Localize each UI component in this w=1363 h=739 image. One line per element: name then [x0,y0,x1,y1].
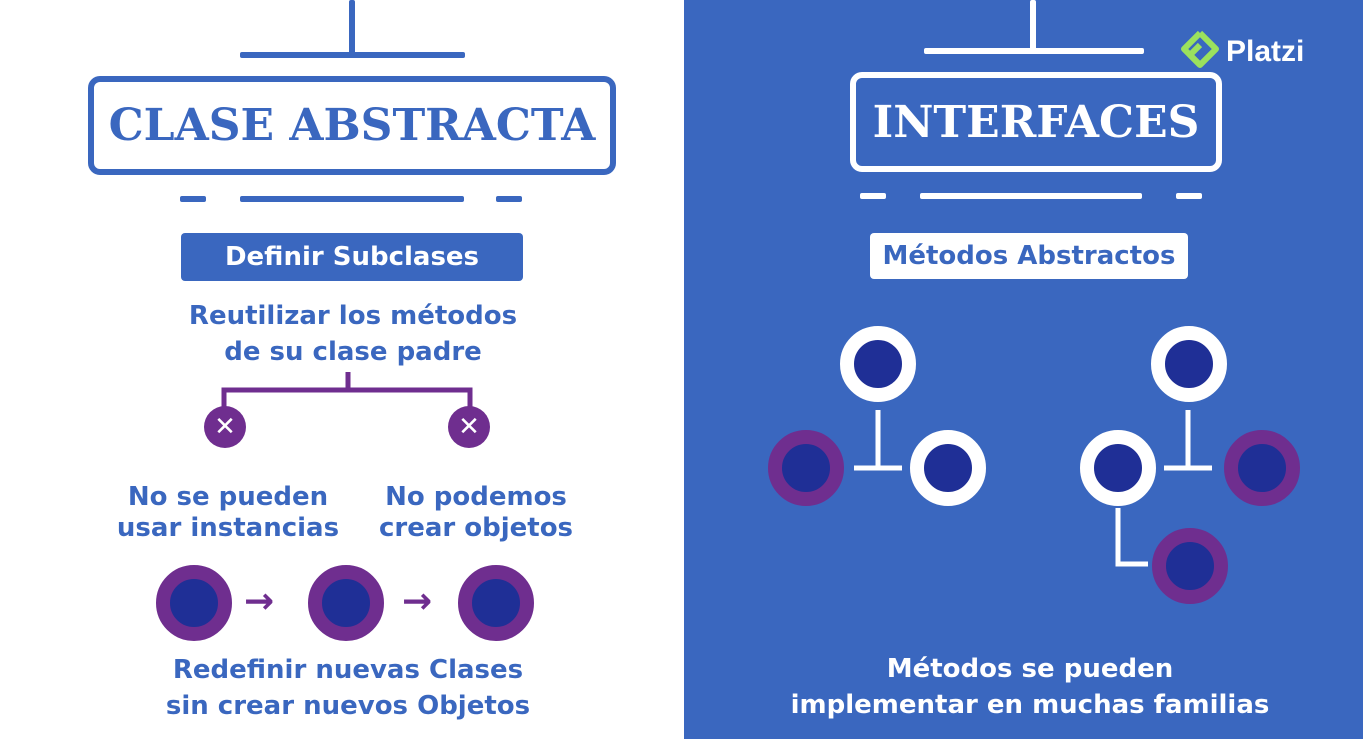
title-hanger-vertical [1030,0,1036,52]
metodos-footer-line1: Métodos se pueden [886,654,1174,684]
tree-connector-icon-2 [1164,410,1212,471]
reutilizar-text-line2: de su clase padre [224,337,482,367]
circle-icon-2 [308,565,384,641]
circle-icon-tree1-left [768,430,844,506]
circle-icon-tree1-right [910,430,986,506]
circle-icon-tree1-top [840,326,916,402]
title-dash-center [920,193,1142,199]
circle-icon-tree2-left [1080,430,1156,506]
tree-connector-icon-3 [1115,508,1148,567]
arrow-right-icon-1: → [244,581,275,622]
platzi-logo-text: Platzi [1226,35,1305,68]
title-dash-center [240,196,464,202]
interfaces-title: INTERFACES [850,72,1222,172]
no-se-pueden-line2: usar instancias [116,513,340,543]
circle-icon-1 [156,565,232,641]
circle-icon-tree2-top [1151,326,1227,402]
redefinir-line1: Redefinir nuevas Clases [172,655,524,685]
title-hanger-horizontal [924,48,1144,54]
tree-connector-icon-1 [854,410,902,471]
circle-icon-tree2-right [1224,430,1300,506]
right-panel-interfaces: INTERFACES Platzi Métodos Abstractos Mét… [684,0,1363,739]
platzi-logo: Platzi [1180,30,1304,74]
clase-abstracta-title: CLASE ABSTRACTA [88,76,616,175]
circle-icon-3 [458,565,534,641]
title-hanger-vertical [349,0,355,56]
circle-icon-tree2-bottom [1152,528,1228,604]
title-dash-right [496,196,522,202]
branch-connector [221,372,473,418]
platzi-logo-icon [1181,30,1219,68]
no-podemos-line1: No podemos [385,482,567,512]
x-icon-left: ✕ [204,406,246,448]
title-dash-left [180,196,206,202]
left-panel-clase-abstracta: CLASE ABSTRACTA Definir Subclases Reutil… [88,0,616,721]
metodos-abstractos-tag: Métodos Abstractos [870,233,1188,279]
no-se-pueden-line1: No se pueden [127,482,329,512]
x-icon-right: ✕ [448,406,490,448]
definir-subclases-tag: Definir Subclases [181,233,523,281]
title-hanger-horizontal [240,52,465,58]
reutilizar-text-line1: Reutilizar los métodos [188,301,518,331]
arrow-right-icon-2: → [402,581,433,622]
redefinir-line2: sin crear nuevos Objetos [165,691,531,721]
metodos-footer-line2: implementar en muchas familias [790,690,1270,720]
no-podemos-line2: crear objetos [378,513,574,543]
title-dash-left [860,193,886,199]
title-dash-right [1176,193,1202,199]
